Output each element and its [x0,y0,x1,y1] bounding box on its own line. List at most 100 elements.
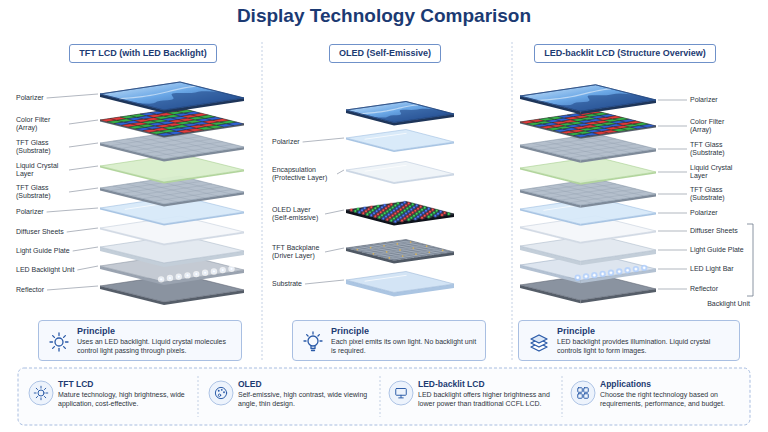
layer-label: Diffuser Sheets [690,227,738,235]
tft-layer [412,247,414,249]
ledbar-layer [591,272,597,278]
oled-layer [373,212,375,214]
tft-layer [399,249,401,251]
summary-item: OLEDSelf-emissive, high contrast, wide v… [204,377,376,410]
layer-label: TFT Glass (Substrate) [690,141,740,158]
oled-layer [377,205,379,207]
oled-layer [390,203,392,205]
bulb-icon [304,340,306,341]
oled-layer [434,215,436,217]
apps-icon [578,394,583,399]
encap-layer [346,162,454,185]
oled-layer [388,213,390,215]
leader-line [658,289,687,290]
apps-icon [584,394,589,399]
oled-layer [381,214,383,216]
ledbar-layer [576,276,579,279]
tft-layer [359,246,407,259]
sun-icon [53,335,55,337]
layer-label: TFT Backplane (Driver Layer) [272,244,322,261]
oled-layer [406,208,408,210]
oled-layer [414,218,416,220]
box-heading: Principle [557,326,733,337]
layer-label: Light Guide Plate [690,246,744,254]
oled-layer [393,217,395,219]
cf-layer [640,124,656,127]
oled-layer [417,216,419,218]
glass-layer [153,144,233,156]
screen-layer [119,86,196,99]
oled-layer [356,207,360,211]
oled-layer [431,208,435,212]
layers-icon [531,335,547,351]
box-heading: Principle [77,326,235,337]
leader-line [658,250,687,251]
ledbar-layer [635,268,638,271]
polar-layer [365,133,407,139]
oled-layer [428,208,430,210]
screen-icon [388,380,414,406]
oled-layer [421,217,423,219]
ledbar-layer [610,271,613,274]
ledbar-layer [608,270,614,276]
oled-layer [411,202,415,206]
palette-icon [209,381,233,405]
sun-icon [44,397,45,398]
glass-layer [153,135,217,151]
palette-icon [215,388,226,399]
layer-label: TFT Glass (Substrate) [16,139,66,156]
oled-layer [393,209,395,211]
layer-label: Substrate [272,280,302,288]
column-divider [512,42,513,360]
layer-label: Color Filter (Array) [16,116,66,133]
sun-icon [29,381,53,405]
sun-icon [44,389,45,390]
box-text: Uses an LED backlight. Liquid crystal mo… [77,337,235,355]
oled-layer [418,211,420,213]
bulb-icon [308,336,318,346]
oled-layer [396,215,398,217]
layer-label: Reflector [690,285,718,293]
oled-layer [398,214,400,216]
oled-layer [404,218,406,220]
layer-label: Backlight Unit [707,300,750,308]
bulb-icon [304,332,322,351]
oled-layer [398,205,400,207]
tft-layer [442,249,444,251]
box-text: Each pixel emits its own light. No backl… [331,337,479,355]
tft-layer [372,253,374,255]
tft-layer [362,244,422,253]
box-heading: TFT LCD [58,379,190,390]
oled-layer [447,212,451,216]
bulb-icon [311,346,315,349]
led-layer [204,271,207,274]
tft-layer [353,247,401,259]
oled-layer [402,215,404,217]
tft-layer [370,247,372,249]
ledbar-layer [618,270,621,273]
oled-layer [361,209,363,211]
glass-layer [520,134,656,160]
tft-layer [367,245,427,254]
oled-layer [374,215,376,217]
leader-line [337,170,344,174]
oled-layer [408,219,410,221]
oled-layer [429,211,431,213]
ledbar-layer [641,265,647,271]
oled-layer [423,206,427,210]
oled-layer [369,205,373,209]
cf-layer [227,122,244,125]
palette-icon [208,380,234,406]
screen-icon [389,381,413,405]
apps-icon [570,380,596,406]
oled-layer [374,207,376,209]
layer-label: Encapsulation (Protective Layer) [272,166,334,183]
oled-layer [401,212,403,214]
bulb-icon [312,350,315,351]
refl-layer [520,274,656,303]
summary-item: TFT LCDMature technology, high brightnes… [24,377,192,410]
oled-layer [386,218,388,220]
led-layer [230,267,233,270]
layer-label: LED Light Bar [690,265,734,273]
sun-icon [46,393,48,394]
